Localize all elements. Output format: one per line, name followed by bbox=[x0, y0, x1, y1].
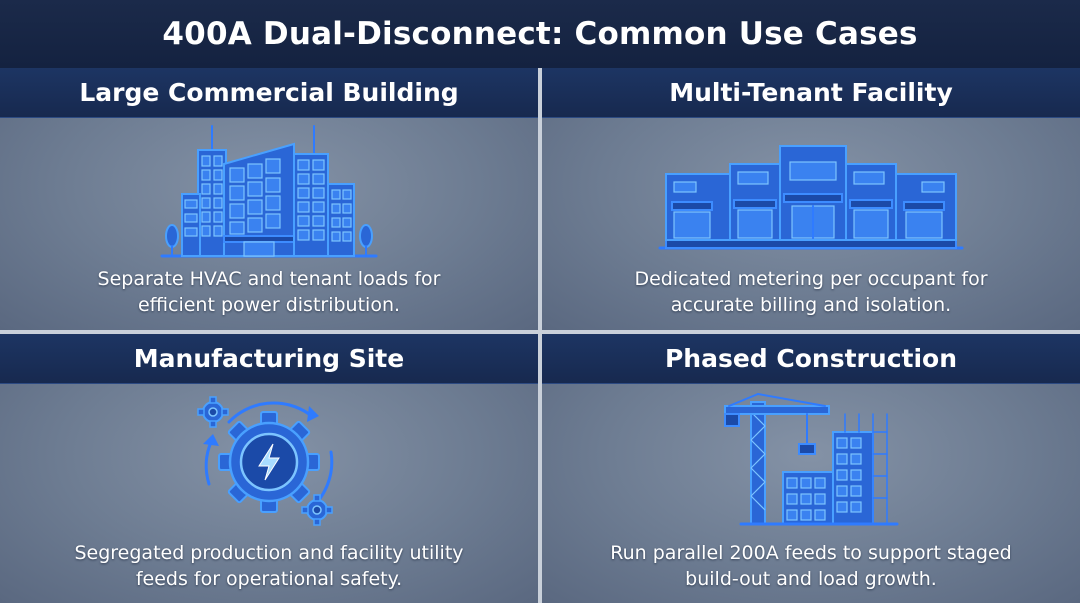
construction-crane-icon bbox=[724, 393, 899, 526]
description-line: Separate HVAC and tenant loads for bbox=[97, 268, 441, 290]
panel-header: Large Commercial Building bbox=[0, 68, 538, 118]
panel-heading: Multi-Tenant Facility bbox=[669, 78, 953, 107]
panel-header: Manufacturing Site bbox=[0, 334, 538, 384]
panel-heading: Phased Construction bbox=[664, 344, 958, 373]
vertical-divider bbox=[538, 68, 542, 603]
panel-description: Separate HVAC and tenant loads for effic… bbox=[0, 266, 538, 318]
page-title: 400A Dual-Disconnect: Common Use Cases bbox=[162, 16, 918, 52]
panel-large-commercial-building: Large Commercial Building bbox=[0, 68, 538, 330]
storefront-icon bbox=[658, 145, 964, 250]
horizontal-divider bbox=[0, 330, 1080, 334]
panel-multi-tenant-facility: Multi-Tenant Facility Dedicated meterin bbox=[542, 68, 1080, 330]
description-line: Segregated production and facility utili… bbox=[74, 542, 464, 564]
panel-heading: Large Commercial Building bbox=[79, 78, 459, 107]
panel-manufacturing-site: Manufacturing Site bbox=[0, 334, 538, 603]
commercial-building-icon bbox=[160, 125, 378, 258]
description-line: Run parallel 200A feeds to support stage… bbox=[610, 542, 1012, 564]
panel-header: Multi-Tenant Facility bbox=[542, 68, 1080, 118]
panel-description: Segregated production and facility utili… bbox=[0, 540, 538, 592]
description-line: Dedicated metering per occupant for bbox=[634, 268, 988, 290]
description-line: build-out and load growth. bbox=[685, 568, 937, 590]
panel-description: Dedicated metering per occupant for accu… bbox=[542, 266, 1080, 318]
description-line: accurate billing and isolation. bbox=[670, 294, 952, 316]
panel-phased-construction: Phased Construction bbox=[542, 334, 1080, 603]
description-line: efficient power distribution. bbox=[137, 294, 401, 316]
description-line: feeds for operational safety. bbox=[135, 568, 403, 590]
panel-description: Run parallel 200A feeds to support stage… bbox=[542, 540, 1080, 592]
panel-heading: Manufacturing Site bbox=[133, 344, 405, 373]
panel-header: Phased Construction bbox=[542, 334, 1080, 384]
gear-lightning-icon bbox=[197, 396, 334, 526]
title-bar: 400A Dual-Disconnect: Common Use Cases bbox=[0, 0, 1080, 68]
